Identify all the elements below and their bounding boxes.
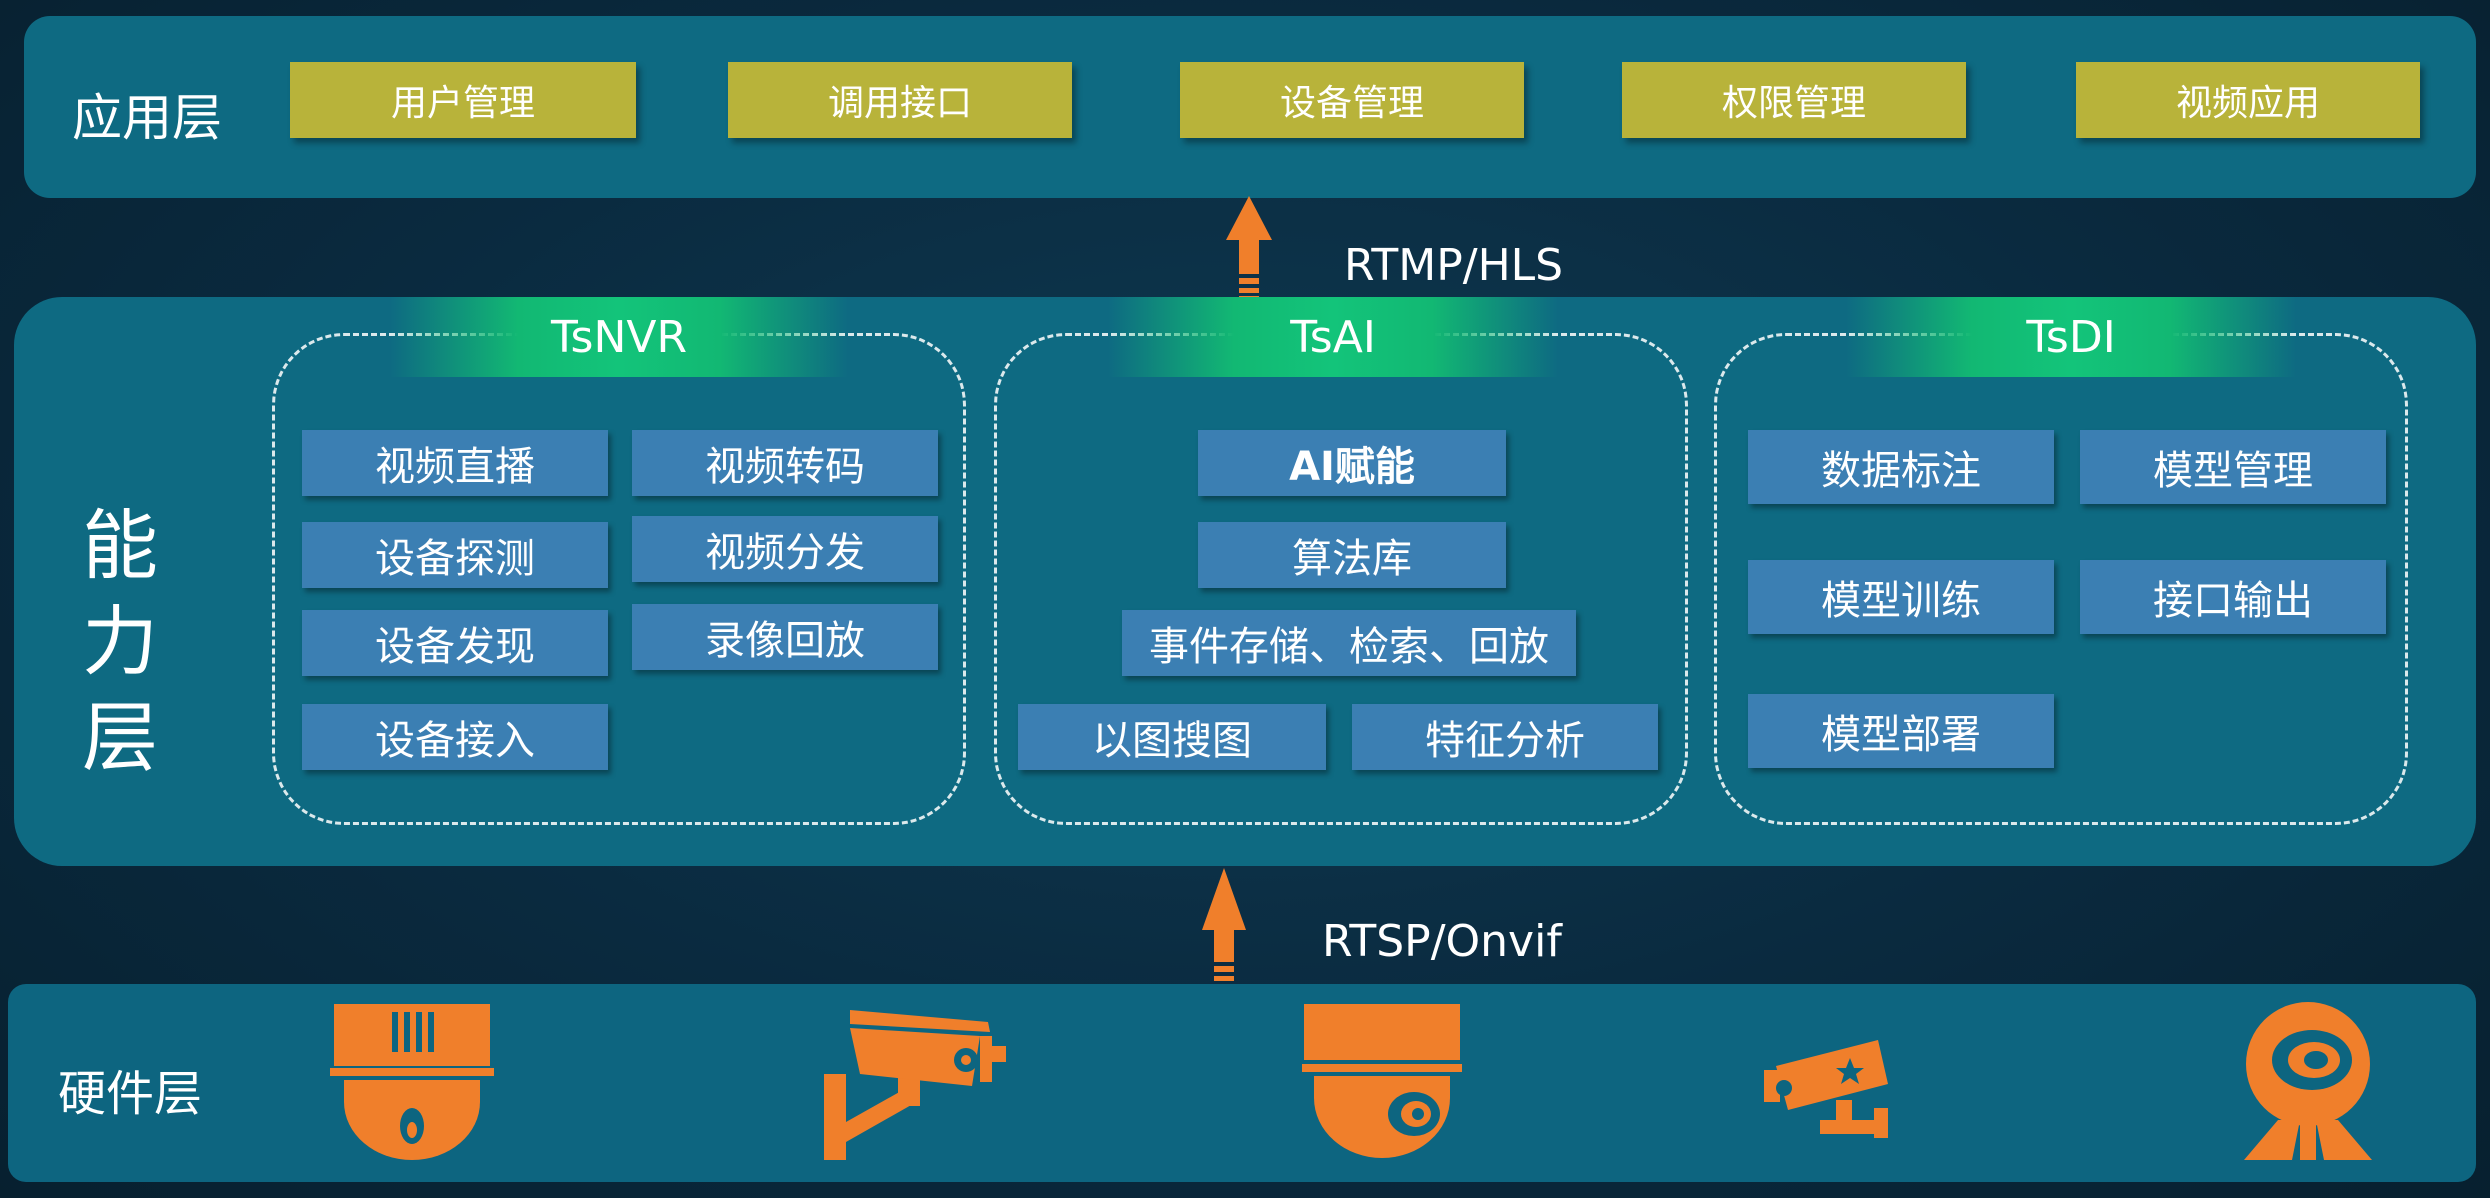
device-access-button[interactable]: 设备接入 [302,704,608,770]
police-camera-icon [1764,1040,1888,1138]
bullet-camera-icon [824,1010,1006,1160]
algorithm-library-button[interactable]: 算法库 [1198,522,1506,588]
ceiling-dome-camera-icon [1302,1004,1462,1158]
call-interface-button[interactable]: 调用接口 [728,62,1072,138]
ai-empowerment-button[interactable]: AI赋能 [1198,430,1506,496]
video-live-button[interactable]: 视频直播 [302,430,608,496]
video-distribution-button[interactable]: 视频分发 [632,516,938,582]
rtmp-hls-protocol-label: RTMP/HLS [1344,240,1564,291]
event-storage-search-playback-button[interactable]: 事件存储、检索、回放 [1122,610,1576,676]
hardware-layer-label: 硬件层 [58,1066,203,1122]
permission-management-button[interactable]: 权限管理 [1622,62,1966,138]
model-management-button[interactable]: 模型管理 [2080,430,2386,504]
model-training-button[interactable]: 模型训练 [1748,560,2054,634]
image-search-button[interactable]: 以图搜图 [1018,704,1326,770]
video-transcode-button[interactable]: 视频转码 [632,430,938,496]
tsnvr-group-title: TsNVR [390,297,848,377]
webcam-icon [2244,1002,2372,1160]
feature-analysis-button[interactable]: 特征分析 [1352,704,1658,770]
rtsp-onvif-protocol-label: RTSP/Onvif [1322,916,1562,967]
device-probe-button[interactable]: 设备探测 [302,522,608,588]
model-deployment-button[interactable]: 模型部署 [1748,694,2054,768]
upload-arrow-icon [1202,868,1246,989]
video-application-button[interactable]: 视频应用 [2076,62,2420,138]
capability-layer-label: 能力层 [82,501,158,782]
interface-output-button[interactable]: 接口输出 [2080,560,2386,634]
device-management-button[interactable]: 设备管理 [1180,62,1524,138]
dome-camera-icon [330,1004,494,1160]
device-discovery-button[interactable]: 设备发现 [302,610,608,676]
data-annotation-button[interactable]: 数据标注 [1748,430,2054,504]
recording-playback-button[interactable]: 录像回放 [632,604,938,670]
tsdi-group-title: TsDI [1846,297,2296,377]
user-management-button[interactable]: 用户管理 [290,62,636,138]
upload-arrow-icon [1226,196,1272,300]
tsai-group-title: TsAI [1108,297,1558,377]
application-layer-label: 应用层 [72,89,222,147]
